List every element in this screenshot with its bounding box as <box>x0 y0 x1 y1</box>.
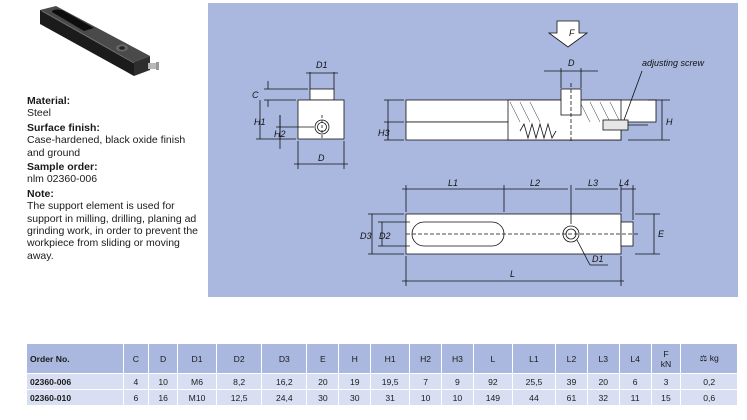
table-cell: 16 <box>148 389 179 406</box>
table-cell: 24,4 <box>261 389 308 406</box>
adjusting-screw-label: adjusting screw <box>642 58 705 68</box>
table-cell: 32 <box>586 389 620 406</box>
table-row: 02360-010 6 16 M10 12,5 24,4 30 30 31 10… <box>26 389 738 406</box>
product-description: Material: Steel Surface finish: Case-har… <box>27 93 205 262</box>
dim-l1: L1 <box>448 178 458 188</box>
dim-e: E <box>658 229 665 239</box>
material-text: Steel <box>27 107 51 120</box>
dim-d-top: D <box>568 58 575 68</box>
table-cell: 20 <box>306 373 340 390</box>
cell-order-no: 02360-010 <box>26 389 124 406</box>
table-cell: 9 <box>441 373 474 390</box>
table-cell: 20 <box>586 373 620 390</box>
dim-l: L <box>510 269 515 279</box>
header-c: C <box>122 343 150 374</box>
table-cell: 4 <box>122 373 150 390</box>
header-e: E <box>306 343 340 374</box>
table-cell: 30 <box>306 389 340 406</box>
force-label: F <box>569 28 575 38</box>
dim-l3: L3 <box>588 178 598 188</box>
note-text: The support element is used for support … <box>27 200 199 262</box>
header-f-kn: F kN <box>650 343 682 374</box>
dim-h1: H1 <box>254 117 266 127</box>
technical-drawing: F adjusting screw D1 C H1 H2 D H3 H D L1… <box>252 20 705 286</box>
table-cell: 10 <box>148 373 179 390</box>
table-cell: 92 <box>472 373 513 390</box>
table-cell: 39 <box>555 373 588 390</box>
header-d2: D2 <box>216 343 263 374</box>
header-d: D <box>148 343 179 374</box>
header-h3: H3 <box>441 343 474 374</box>
table-cell: 61 <box>555 389 588 406</box>
dim-h3: H3 <box>378 128 390 138</box>
table-cell: M10 <box>177 389 218 406</box>
dim-d1-plan: D1 <box>592 254 604 264</box>
table-cell: 0,6 <box>680 389 738 406</box>
product-photo <box>22 4 162 84</box>
cell-order-no: 02360-006 <box>26 373 124 390</box>
dim-d: D <box>318 153 325 163</box>
dim-d1: D1 <box>316 60 328 70</box>
table-cell: 25,5 <box>511 373 557 390</box>
table-cell: 0,2 <box>680 373 738 390</box>
specification-table: Order No. C D D1 D2 D3 E H H1 H2 H3 L L1… <box>26 343 738 406</box>
header-l2: L2 <box>555 343 588 374</box>
table-cell: 12,5 <box>216 389 263 406</box>
header-weight-unit: kg <box>709 353 719 363</box>
table-cell: 11 <box>618 389 652 406</box>
table-cell: 30 <box>338 389 372 406</box>
dim-d2: D2 <box>379 231 391 241</box>
header-h: H <box>338 343 372 374</box>
table-cell: 15 <box>650 389 682 406</box>
header-d1: D1 <box>177 343 218 374</box>
table-cell: 16,2 <box>261 373 308 390</box>
header-l4: L4 <box>618 343 652 374</box>
table-cell: 149 <box>472 389 513 406</box>
sample-order-text: nlm 02360-006 <box>27 173 98 186</box>
dim-l4: L4 <box>619 178 629 188</box>
table-cell: 6 <box>122 389 150 406</box>
header-h2: H2 <box>409 343 443 374</box>
table-header-row: Order No. C D D1 D2 D3 E H H1 H2 H3 L L1… <box>26 343 738 374</box>
material-heading: Material: <box>27 95 71 107</box>
finish-text: Case-hardened, black oxide finish and gr… <box>27 134 186 159</box>
dim-h2: H2 <box>274 129 286 139</box>
dim-h: H <box>666 117 673 127</box>
technical-drawing-panel: F adjusting screw D1 C H1 H2 D H3 H D L1… <box>208 3 738 297</box>
header-d3: D3 <box>261 343 308 374</box>
table-row: 02360-006 4 10 M6 8,2 16,2 20 19 19,5 7 … <box>26 373 738 390</box>
header-l: L <box>472 343 513 374</box>
table-cell: 10 <box>409 389 443 406</box>
dim-c: C <box>252 90 259 100</box>
note-heading: Note: <box>27 187 54 200</box>
header-order-no: Order No. <box>26 343 124 374</box>
table-cell: 31 <box>370 389 411 406</box>
header-l1: L1 <box>511 343 557 374</box>
table-cell: 8,2 <box>216 373 263 390</box>
table-cell: 3 <box>650 373 682 390</box>
sample-order-heading: Sample order: <box>27 161 98 174</box>
table-cell: 44 <box>511 389 557 406</box>
dim-l2: L2 <box>530 178 540 188</box>
table-cell: 19,5 <box>370 373 411 390</box>
table-cell: 10 <box>441 389 474 406</box>
finish-heading: Surface finish: <box>27 121 100 134</box>
table-cell: M6 <box>177 373 218 390</box>
table-cell: 6 <box>618 373 652 390</box>
weight-icon: ⚖ <box>699 353 708 363</box>
table-cell: 19 <box>338 373 372 390</box>
table-cell: 7 <box>409 373 443 390</box>
header-l3: L3 <box>586 343 620 374</box>
dim-d3: D3 <box>360 231 372 241</box>
header-weight: ⚖ kg <box>680 343 738 374</box>
header-h1: H1 <box>370 343 411 374</box>
